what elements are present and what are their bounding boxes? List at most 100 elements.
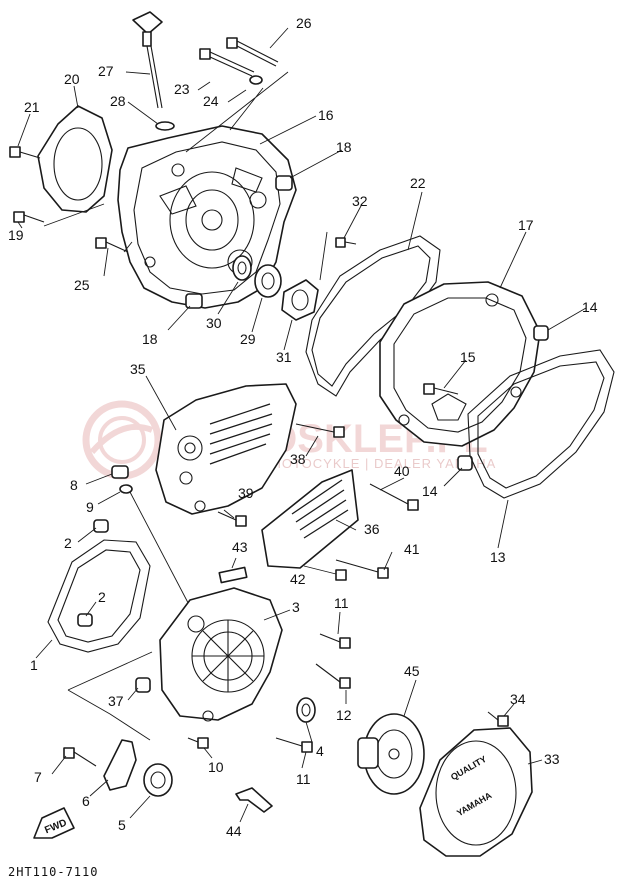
- callout-15: 15: [460, 349, 476, 365]
- callout-27: 27: [98, 63, 114, 79]
- part-13-gasket: [467, 349, 615, 499]
- callout-19: 19: [8, 227, 24, 243]
- part-2-dowel-upper: [93, 519, 109, 533]
- callout-22: 22: [410, 175, 426, 191]
- part-23-bolt: [199, 48, 255, 77]
- callout-26: 26: [296, 15, 312, 31]
- part-37-collar: [135, 677, 151, 693]
- leader-lines: [17, 27, 587, 823]
- callout-9: 9: [86, 499, 94, 515]
- part-35-case-cover: [155, 383, 297, 515]
- part-1-gasket: [47, 539, 151, 653]
- leader-bolt-32: [319, 231, 328, 281]
- part-38-bolt: [295, 423, 345, 438]
- part-41-bolt: [335, 559, 389, 579]
- part-11-bolt-lower: [275, 737, 313, 753]
- part-25-bolt: [95, 237, 129, 253]
- callout-38: 38: [290, 451, 306, 467]
- part-4-oil-seal: [296, 697, 316, 723]
- part-10-bolt: [187, 737, 209, 749]
- part-16-crankcase-cover: [117, 125, 297, 309]
- part-7-bolt: [63, 747, 97, 767]
- part-5-oil-seal: [143, 763, 173, 797]
- part-14-collar-right: [533, 325, 549, 341]
- callout-8: 8: [70, 477, 78, 493]
- callout-43: 43: [232, 539, 248, 555]
- callout-2-lower: 2: [98, 589, 106, 605]
- part-8-plug: [111, 465, 133, 494]
- callout-28: 28: [110, 93, 126, 109]
- part-18-collar-lower: [185, 293, 203, 309]
- callout-7: 7: [34, 769, 42, 785]
- callout-11-lower: 11: [296, 771, 311, 787]
- part-20-inspection-cover: [37, 105, 113, 213]
- part-15-bolt: [423, 383, 459, 395]
- drawing-code: 2HT110-7110: [8, 865, 98, 879]
- part-26-bolt: [226, 37, 279, 67]
- callout-17: 17: [518, 217, 534, 233]
- watermark-tagline: MOTOCYKLE | DEALER YAMAHA: [270, 456, 496, 471]
- part-12-bolt: [315, 663, 351, 689]
- part-2-dowel-lower: [77, 613, 93, 627]
- part-44-lever: [235, 787, 273, 813]
- callout-6: 6: [82, 793, 90, 809]
- callout-18-upper: 18: [336, 139, 352, 155]
- part-11-bolt-upper: [319, 633, 351, 649]
- callout-10: 10: [208, 759, 224, 775]
- leader-bolt-path: [185, 71, 289, 153]
- part-43-label: [218, 566, 248, 584]
- part-40-bolt: [369, 483, 419, 511]
- callout-13: 13: [490, 549, 506, 565]
- part-19-bolt: [13, 211, 45, 223]
- callout-12: 12: [336, 707, 352, 723]
- callout-18-lower: 18: [142, 331, 158, 347]
- callout-37: 37: [108, 693, 124, 709]
- part-32-bolt: [335, 237, 357, 248]
- callout-39: 39: [238, 485, 254, 501]
- part-28-o-ring: [155, 121, 175, 131]
- callout-11-upper: 11: [334, 595, 349, 611]
- callout-25: 25: [74, 277, 90, 293]
- part-3-clutch-cover: [159, 587, 283, 722]
- leader-bracket-left: [67, 651, 153, 741]
- callout-14-left: 14: [422, 483, 438, 499]
- callout-30: 30: [206, 315, 222, 331]
- callout-41: 41: [404, 541, 420, 557]
- callout-33: 33: [544, 751, 560, 767]
- callout-labels: 26 27 23 24 28 16 20 21 18 19 25 18 30 2…: [8, 15, 598, 839]
- part-30-oil-seal: [232, 255, 252, 281]
- callout-16: 16: [318, 107, 334, 123]
- part-18-collar-upper: [275, 175, 293, 191]
- fwd-arrow: FWD: [33, 807, 75, 839]
- callout-45: 45: [404, 663, 420, 679]
- part-27-dipstick: [132, 11, 163, 109]
- part-24-washer: [249, 75, 263, 85]
- callout-44: 44: [226, 823, 242, 839]
- callout-24: 24: [203, 93, 219, 109]
- part-6-bracket: [103, 739, 137, 791]
- part-31-retainer-plate: [281, 279, 319, 321]
- leader-cover-20: [43, 203, 133, 253]
- callout-40: 40: [394, 463, 410, 479]
- part-34-screw: [487, 711, 509, 727]
- callout-36: 36: [364, 521, 380, 537]
- callout-42: 42: [290, 571, 306, 587]
- part-14-collar-left: [457, 455, 473, 471]
- callout-23: 23: [174, 81, 190, 97]
- callout-29: 29: [240, 331, 256, 347]
- part-45-flywheel: [357, 713, 425, 795]
- callout-1: 1: [30, 657, 38, 673]
- part-33-magneto-cover: YAMAHA QUALITY: [419, 727, 533, 857]
- callout-32: 32: [352, 193, 368, 209]
- callout-3: 3: [292, 599, 300, 615]
- part-21-screw: [9, 146, 41, 159]
- leader-plug-9: [129, 491, 197, 619]
- callout-4: 4: [316, 743, 324, 759]
- part-42-screw: [335, 569, 347, 581]
- callout-34: 34: [510, 691, 526, 707]
- callout-2-upper: 2: [64, 535, 72, 551]
- callout-5: 5: [118, 817, 126, 833]
- callout-14-right: 14: [582, 299, 598, 315]
- part-36-guard: [261, 469, 359, 569]
